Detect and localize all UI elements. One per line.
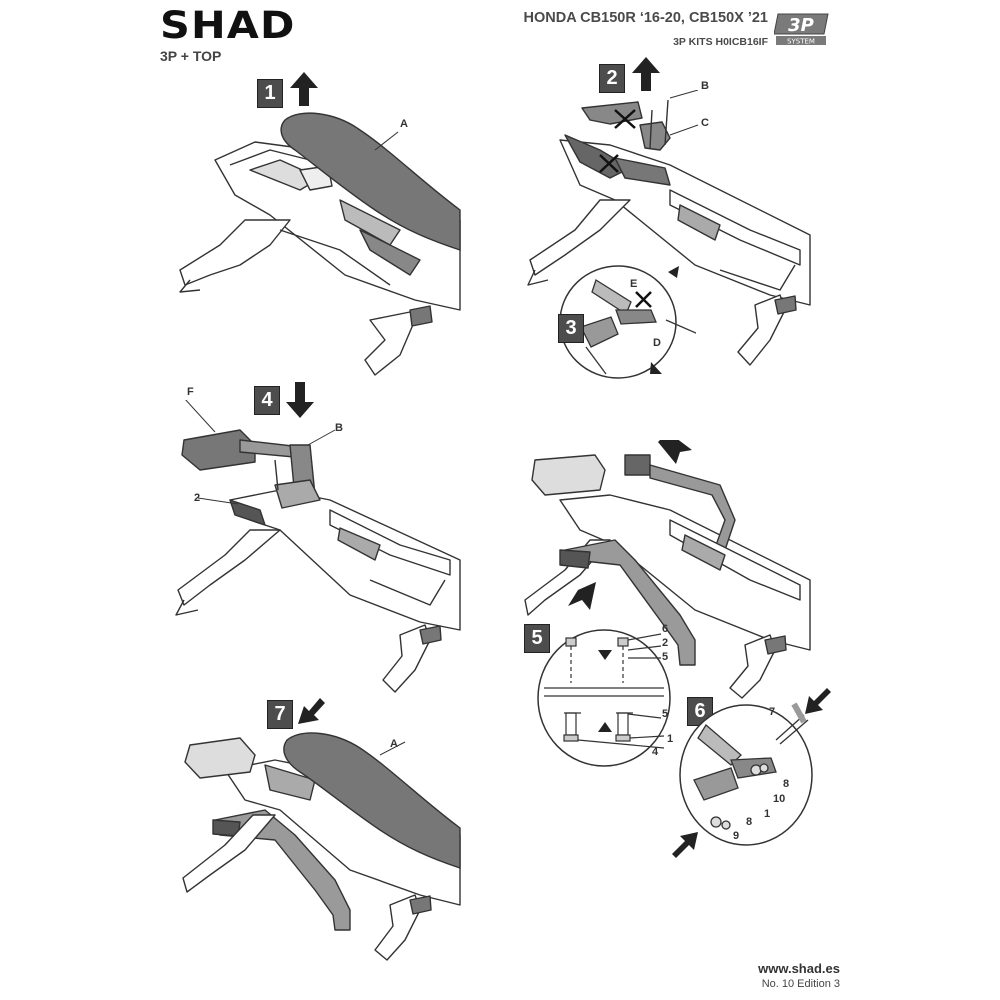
step-3-box: 3 [558, 314, 584, 343]
label-9-step6: 9 [733, 830, 740, 842]
label-2-step5: 2 [662, 637, 669, 649]
arrow-down-icon [286, 382, 314, 418]
label-e-step3: E [630, 278, 638, 290]
label-2-step4: 2 [194, 492, 201, 504]
seat-a-shape [280, 112, 461, 251]
label-6-step5: 6 [662, 623, 669, 635]
logo-mark: 3P [788, 15, 814, 36]
model-title: HONDA CB150R ‘16-20, CB150X ’21 [523, 10, 768, 26]
step-7-box: 7 [267, 700, 293, 729]
step-2-box: 2 [599, 64, 625, 93]
step-6-detail-figure [679, 702, 813, 846]
website-url[interactable]: www.shad.es [758, 961, 840, 976]
arrow-diagonal-icon [672, 832, 698, 858]
3p-system-logo: 3P SYSTEM [774, 13, 829, 46]
label-8-step6-bottom: 8 [746, 816, 753, 828]
arrow-up-icon [290, 72, 318, 106]
step-1-box: 1 [257, 79, 283, 108]
step-4-box: 4 [254, 386, 280, 415]
label-a-step1: A [400, 118, 408, 130]
label-d-step3: D [653, 337, 661, 349]
logo-word: SYSTEM [787, 38, 815, 46]
step-2-figure [527, 90, 811, 366]
shad-logo: SHAD [160, 4, 296, 47]
seat-a-shape [283, 732, 461, 869]
config-label: 3P + TOP [160, 48, 222, 64]
label-4-step5: 4 [652, 746, 659, 758]
label-8-step6-top: 8 [783, 778, 790, 790]
label-10-step6: 10 [773, 793, 786, 805]
kit-code: 3P KITS H0ICB16IF [673, 36, 768, 48]
step-1-figure [179, 112, 461, 376]
arrow-up-icon [632, 57, 660, 91]
label-f-step4: F [187, 386, 194, 398]
arrow-down-icon [298, 698, 325, 724]
label-c-step2: C [701, 117, 709, 129]
label-7-step6: 7 [769, 706, 776, 718]
label-1-step6: 1 [764, 808, 771, 820]
edition-number: No. 10 Edition 3 [761, 978, 840, 990]
label-5-step5-top: 5 [662, 651, 669, 663]
label-b-step4: B [335, 422, 343, 434]
arrow-diagonal-icon [805, 688, 831, 714]
label-1-step5: 1 [667, 733, 674, 745]
step-7-figure [182, 732, 461, 961]
step-5-figure [524, 440, 811, 699]
label-a-step7: A [390, 738, 398, 750]
label-5-step5-bottom: 5 [662, 708, 669, 720]
label-b-step2: B [701, 80, 709, 92]
step-5-box: 5 [524, 624, 550, 653]
step-4-figure [175, 400, 461, 693]
step-5-detail-figure [537, 629, 671, 767]
